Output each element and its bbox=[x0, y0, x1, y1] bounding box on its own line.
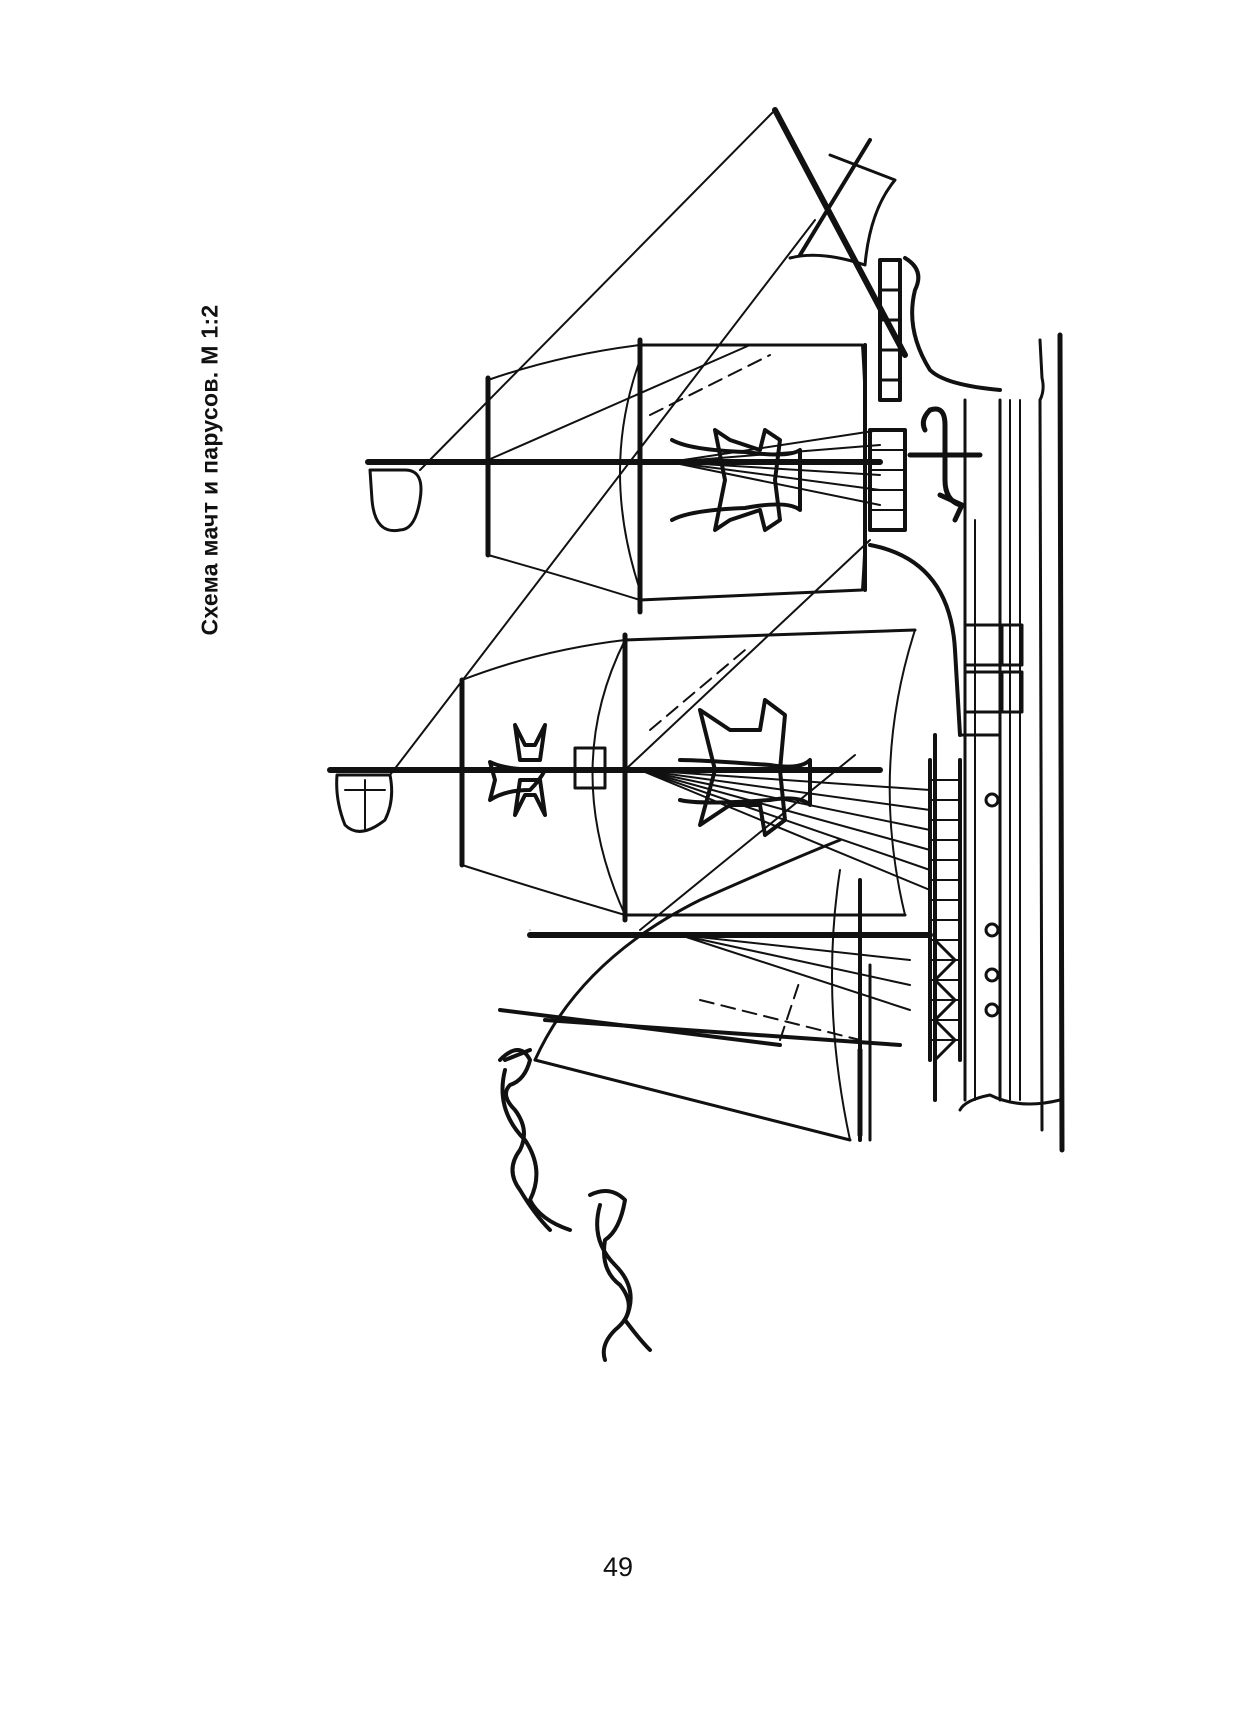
pennant-lower bbox=[588, 1189, 652, 1362]
pennant-upper bbox=[498, 1048, 572, 1232]
stern-gallery bbox=[857, 758, 1000, 1142]
hull bbox=[868, 256, 1065, 1153]
mizzenmast bbox=[498, 838, 933, 1142]
page-number: 49 bbox=[602, 1552, 634, 1582]
bowsprit bbox=[772, 107, 908, 358]
mainmast bbox=[327, 628, 917, 923]
foremast bbox=[365, 337, 883, 615]
anchor-icon bbox=[907, 406, 983, 523]
rigging bbox=[389, 109, 931, 1041]
cross-emblem-main-top bbox=[488, 723, 547, 817]
